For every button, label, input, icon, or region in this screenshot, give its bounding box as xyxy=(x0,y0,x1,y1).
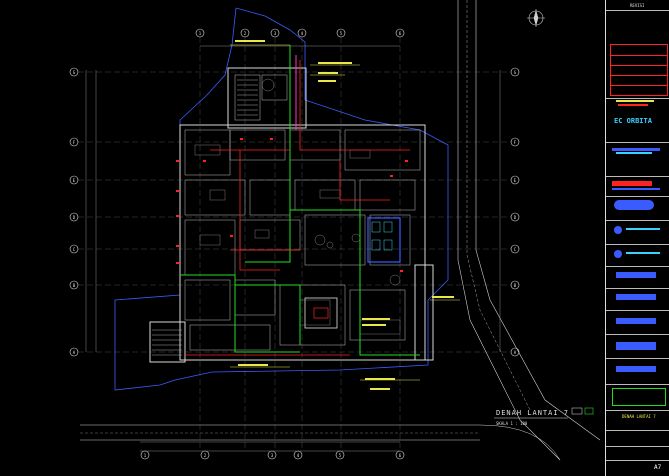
meeting-room xyxy=(304,297,338,329)
grid-label-right: C xyxy=(514,247,517,252)
consultant-bar xyxy=(612,188,660,190)
scale-flag xyxy=(571,407,583,415)
drawing-scale: SKALA 1 : 100 xyxy=(496,421,528,426)
grid-label-2: 2 xyxy=(244,31,247,36)
grid-label-right: D xyxy=(514,215,517,220)
stair xyxy=(152,79,258,356)
grid-label-3: 3 xyxy=(274,31,277,36)
grid-label-5: 5 xyxy=(340,31,343,36)
grid-label-left: E xyxy=(73,178,76,183)
furniture xyxy=(194,78,401,335)
grid-label-bottom: 3 xyxy=(271,453,274,458)
grid-label-left: A xyxy=(73,350,76,355)
road-line xyxy=(457,0,561,461)
toilet-block xyxy=(367,217,401,263)
grid-label-right: G xyxy=(514,70,517,75)
grid-label-1: 1 xyxy=(199,31,202,36)
drawing-name-label: DENAH LANTAI 7 xyxy=(622,414,656,419)
grid-label-bottom: 1 xyxy=(144,453,147,458)
grid-right xyxy=(510,67,520,357)
consultant-logo xyxy=(614,200,654,210)
road-curve xyxy=(479,424,561,461)
grid-label-bottom: 2 xyxy=(204,453,207,458)
building-walls xyxy=(149,67,434,363)
company-logo: EC ORBITA xyxy=(614,117,652,125)
grid-left xyxy=(69,67,79,357)
revision-header: REVISI xyxy=(630,3,645,8)
road-line xyxy=(466,0,531,411)
consultant-logo xyxy=(612,181,652,186)
green-pipes xyxy=(180,45,420,356)
grid-label-left: G xyxy=(73,70,76,75)
north-arrow-icon xyxy=(527,9,545,27)
red-pipes xyxy=(185,60,410,356)
site-boundary xyxy=(114,7,449,391)
grid-label-bottom: 5 xyxy=(339,453,342,458)
red-note-bar xyxy=(618,104,648,106)
consultant-logo xyxy=(616,366,656,372)
meeting-table xyxy=(313,307,329,319)
annotation-marks xyxy=(235,40,454,390)
grid-label-right: E xyxy=(514,178,517,183)
grid-lines xyxy=(78,37,511,450)
grid-label-right: B xyxy=(514,283,517,288)
consultant-logo xyxy=(616,342,656,350)
grid-top-labels: 1 2 3 4 5 6 xyxy=(199,31,402,36)
grid-label-left: F xyxy=(73,140,76,145)
grid-label-left: B xyxy=(73,283,76,288)
grid-label-right: F xyxy=(514,140,517,145)
consultant-bar xyxy=(616,152,652,154)
yellow-note-bar xyxy=(616,100,654,102)
grid-label-bottom: 6 xyxy=(399,453,402,458)
stamp-box xyxy=(612,388,666,406)
grid-label-left: D xyxy=(73,215,76,220)
grid-label-right: A xyxy=(514,350,517,355)
grid-label-6: 6 xyxy=(399,31,402,36)
revision-table xyxy=(610,44,668,96)
consultant-bar xyxy=(612,148,660,151)
drawing-title: DENAH LANTAI 7 xyxy=(496,409,570,417)
red-tags xyxy=(176,138,408,272)
title-block: REVISI EC ORBITA xyxy=(605,0,669,476)
sheet-number: A7 xyxy=(654,464,662,471)
grid-label-4: 4 xyxy=(301,31,304,36)
grid-label-left: C xyxy=(73,247,76,252)
consultant-bar xyxy=(626,228,660,230)
road-line xyxy=(475,0,601,441)
consultant-logo xyxy=(614,250,622,258)
compass-mark xyxy=(584,407,594,415)
consultant-logo xyxy=(616,272,656,278)
grid-label-bottom: 4 xyxy=(297,453,300,458)
interior-rooms xyxy=(184,74,421,351)
grid-bottom xyxy=(140,450,405,460)
consultant-logo xyxy=(616,318,656,324)
consultant-logo xyxy=(616,294,656,300)
consultant-logo xyxy=(614,226,622,234)
consultant-bar xyxy=(626,252,660,254)
